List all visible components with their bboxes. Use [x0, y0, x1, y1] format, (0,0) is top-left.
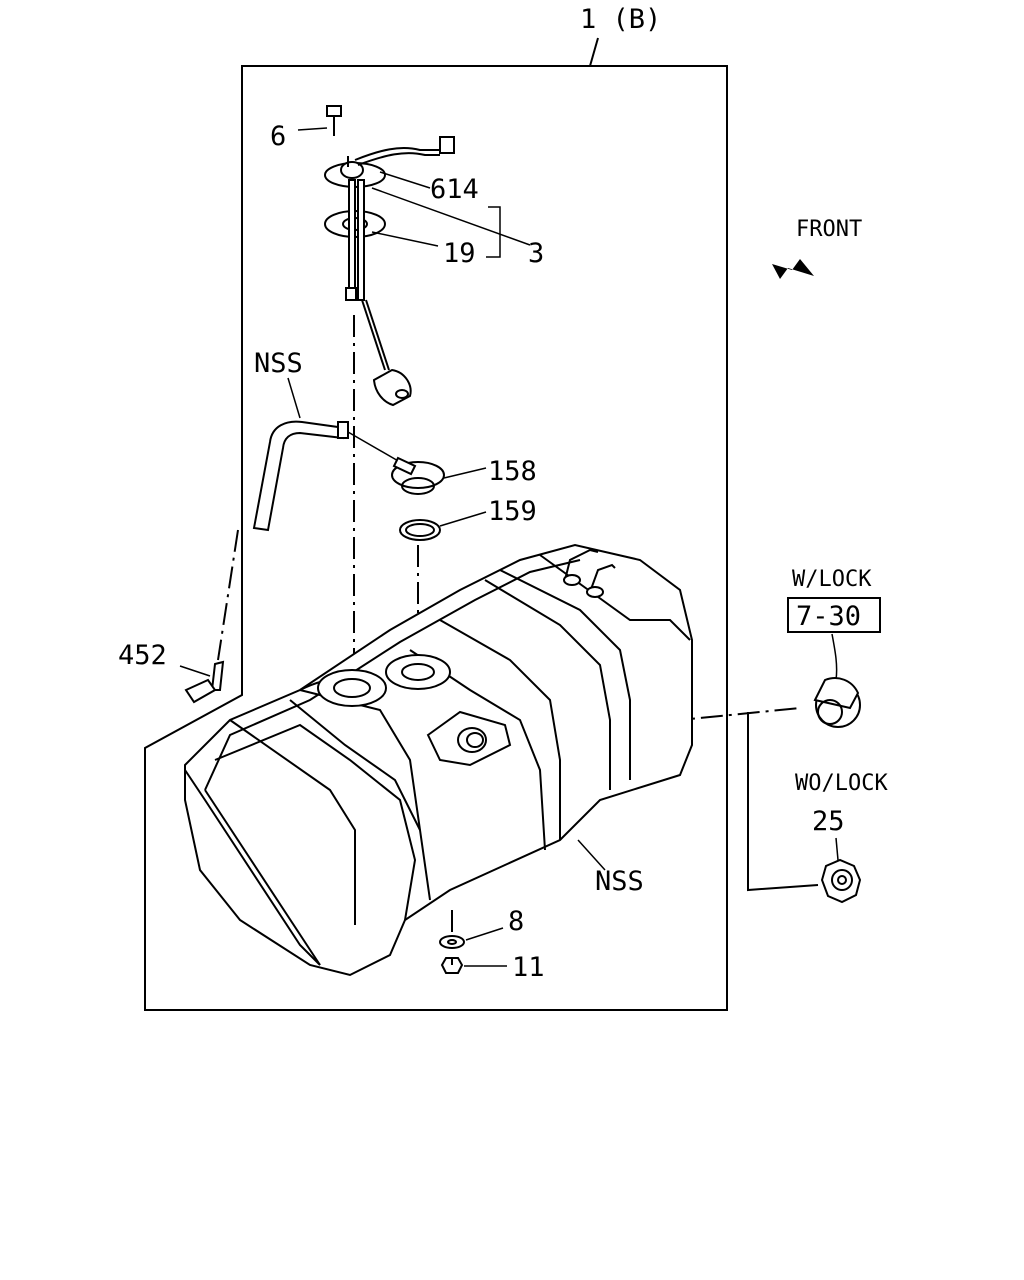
front-arrow-icon — [772, 259, 814, 279]
label-part-452: 452 — [118, 640, 167, 671]
label-part-25: 25 — [812, 806, 845, 837]
label-part-6: 6 — [270, 121, 286, 152]
assembly-label: 1 (B) — [580, 4, 661, 35]
label-nss-bottom: NSS — [595, 866, 644, 897]
seal-ring-part-159 — [399, 519, 441, 541]
nut-part-11 — [440, 957, 464, 974]
label-nss-top: NSS — [254, 348, 303, 379]
assembly-leader — [589, 37, 599, 67]
label-part-19: 19 — [443, 238, 476, 269]
label-part-3: 3 — [528, 238, 544, 269]
vent-hose — [252, 420, 347, 532]
wo-lock-label: WO/LOCK — [795, 771, 888, 796]
w-lock-label: W/LOCK — [792, 567, 872, 592]
w-lock-ref: 7-30 — [796, 601, 861, 632]
locking-fuel-cap — [813, 677, 861, 728]
label-part-158: 158 — [488, 456, 537, 487]
fuel-cap-part-25 — [820, 858, 862, 904]
label-part-614: 614 — [430, 174, 479, 205]
fuel-tank-body — [184, 543, 693, 977]
label-part-8: 8 — [508, 906, 524, 937]
bolt-part-6 — [326, 105, 342, 136]
washer-part-8 — [439, 935, 465, 949]
front-label: FRONT — [796, 217, 862, 242]
label-part-11: 11 — [512, 952, 545, 983]
connector-part-452 — [184, 660, 225, 704]
w-lock-ref-box — [787, 597, 881, 633]
fuel-sender-unit — [297, 105, 455, 407]
assembly-frame — [144, 65, 728, 1011]
filler-unit-part-158 — [391, 456, 445, 495]
label-part-159: 159 — [488, 496, 537, 527]
